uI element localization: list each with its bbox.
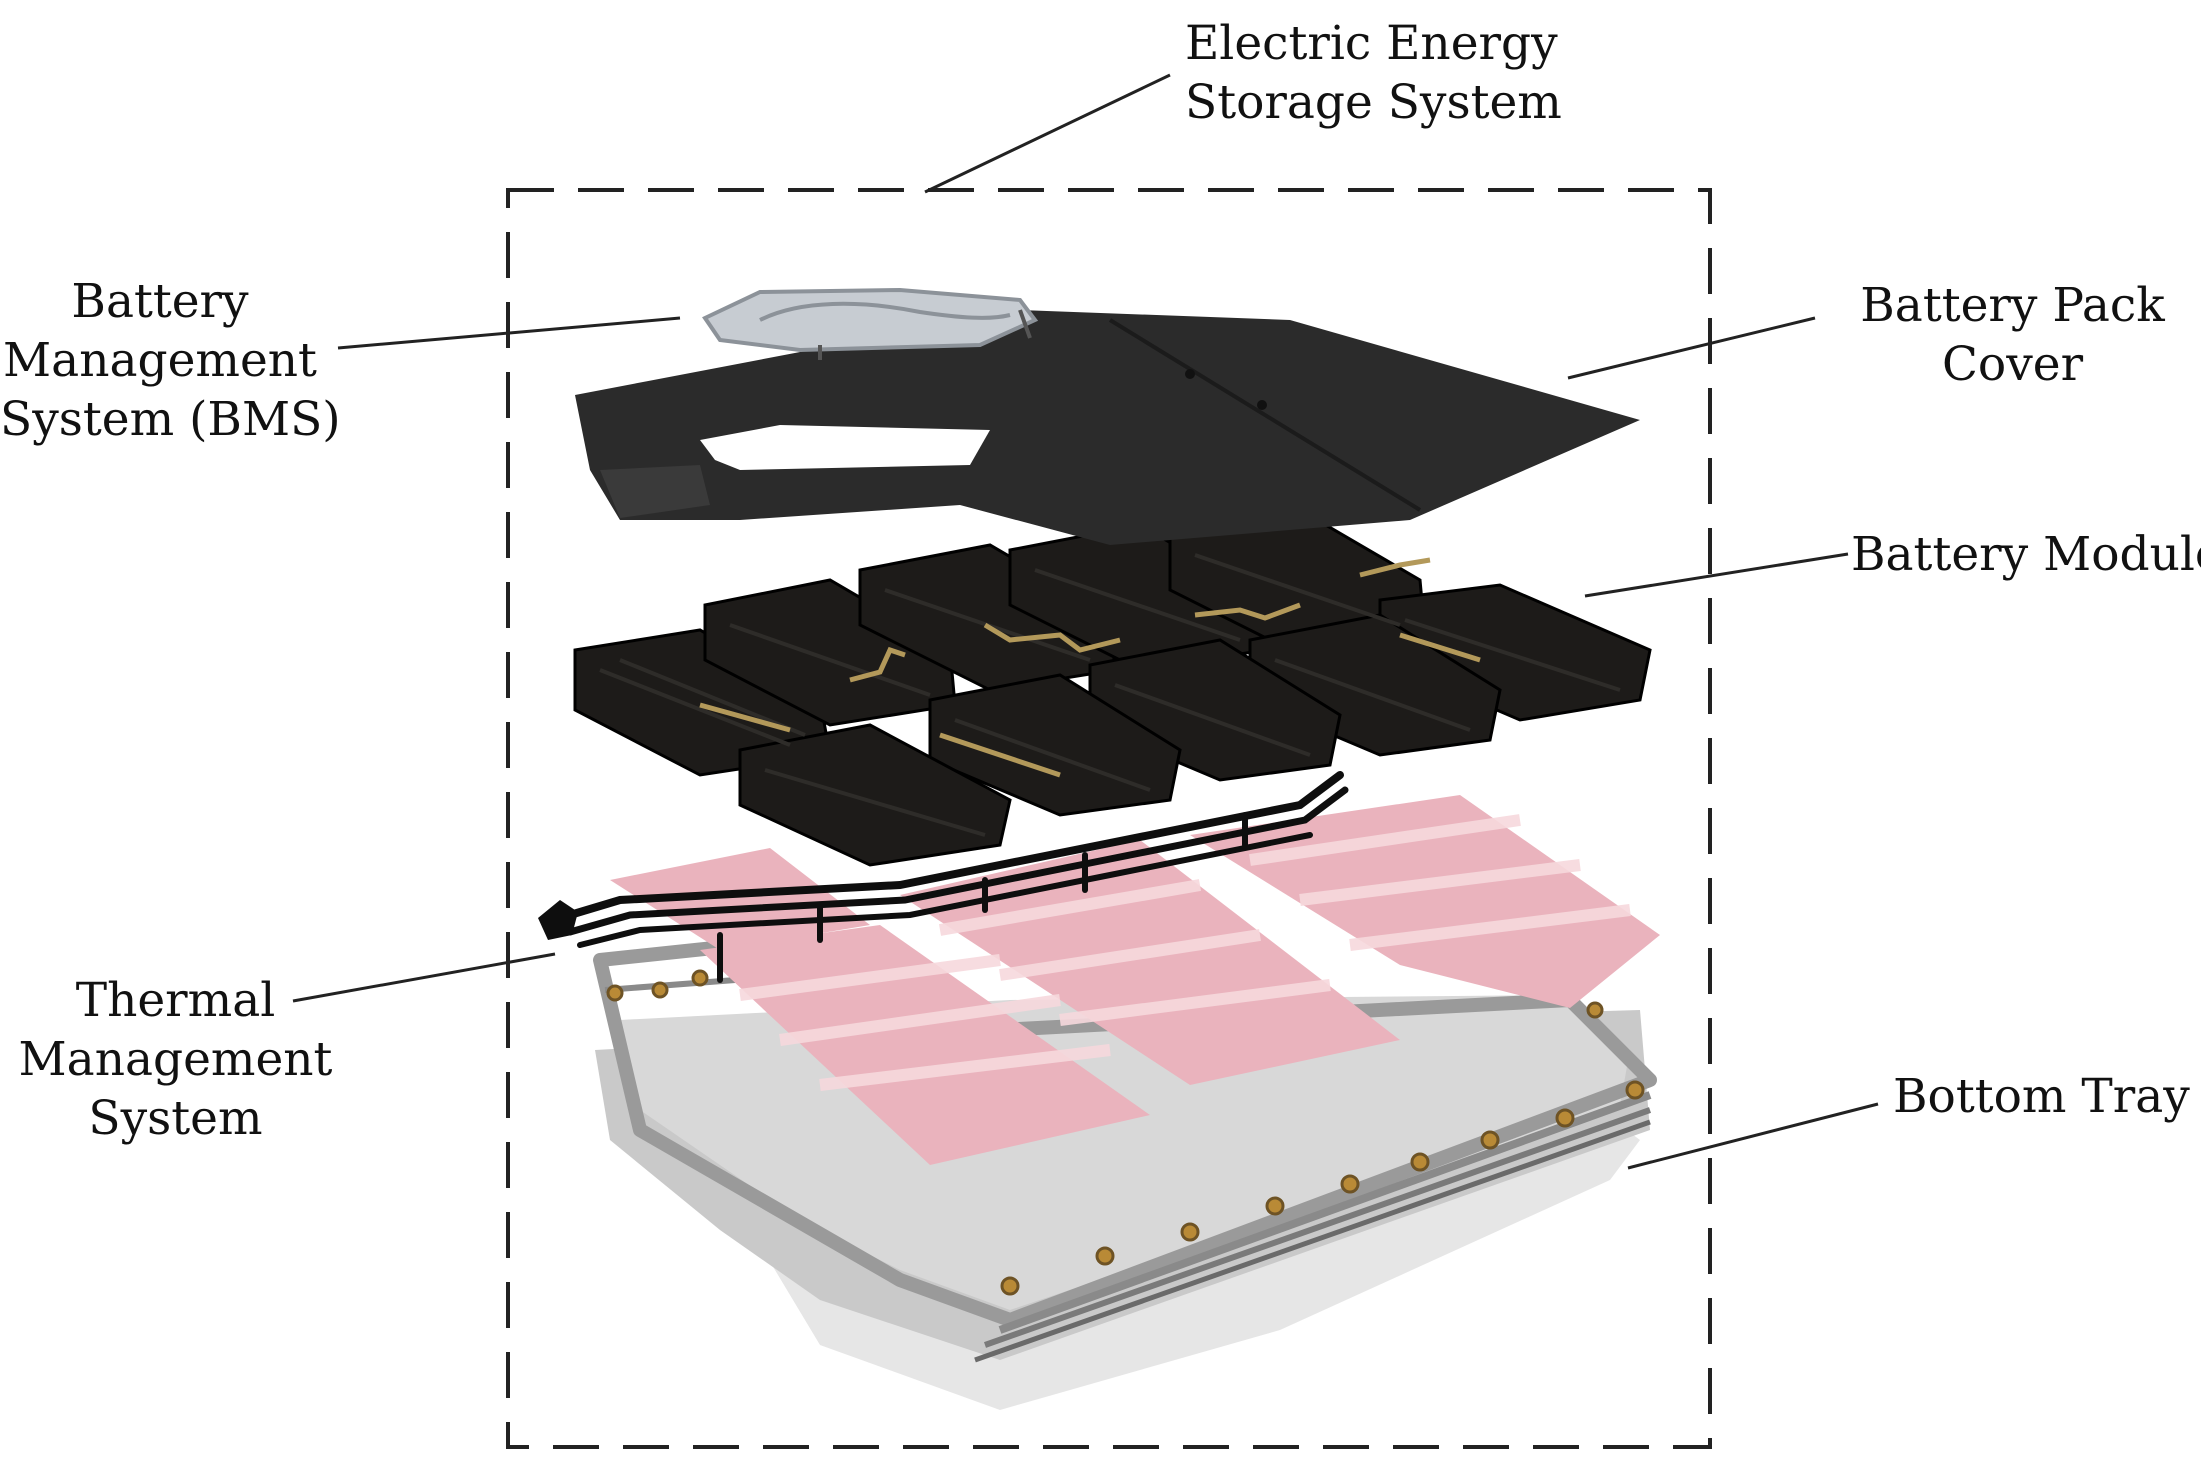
callout-bms (337, 316, 681, 350)
callout-lines (292, 73, 1879, 1170)
callout-tray (1627, 1102, 1879, 1170)
label-battery-module: Battery Module (1851, 527, 2201, 582)
battery-modules (573, 508, 1652, 867)
label-electric-energy-storage-system: Electric Energy Storage System (1185, 16, 1562, 130)
system-boundary-box (506, 188, 1712, 1449)
busbars (699, 557, 1481, 778)
coolant-pipes (538, 771, 1349, 983)
bms-board (702, 287, 1039, 360)
tray-bolt-row (606, 958, 1645, 1296)
callout-eess (924, 73, 1171, 194)
label-bottom-tray: Bottom Tray (1893, 1069, 2190, 1124)
callout-module (1584, 552, 1849, 598)
cooling-plates (610, 795, 1660, 1165)
battery-pack-cover (575, 310, 1640, 545)
label-battery-management-system: Battery Management System (BMS) (0, 274, 341, 447)
label-thermal-management-system: Thermal Management System (18, 973, 333, 1146)
callout-thermal (292, 952, 556, 1003)
label-battery-pack-cover: Battery Pack Cover (1860, 278, 2165, 392)
callout-cover (1567, 316, 1816, 380)
